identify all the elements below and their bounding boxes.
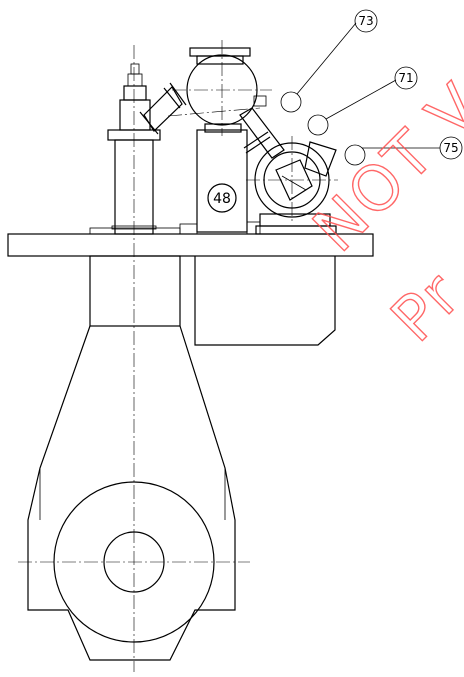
callout-73-label: 73 <box>358 14 373 28</box>
part-48-label: 48 <box>213 191 231 207</box>
callout-75: 75 <box>344 136 463 166</box>
callout-73-bubble <box>354 9 378 33</box>
cylinder-column <box>89 63 181 235</box>
watermark: NOT V Pr <box>298 68 464 356</box>
watermark-line2: Pr <box>377 257 464 355</box>
exhaust-pipe <box>139 82 187 135</box>
callout-75-bubble <box>439 136 463 160</box>
watermark-line1: NOT V <box>299 69 464 266</box>
callout-71: 71 <box>307 66 418 136</box>
part-label-48: 48 <box>207 183 237 213</box>
bedplate <box>7 233 374 346</box>
centre-lines <box>18 40 338 672</box>
callout-75-label: 75 <box>443 141 458 155</box>
callout-71-label: 71 <box>398 71 413 85</box>
blower-housing <box>196 129 248 233</box>
callout-71-bubble <box>394 66 418 90</box>
a-frame <box>27 325 236 661</box>
callout-73: 73 <box>280 9 378 113</box>
